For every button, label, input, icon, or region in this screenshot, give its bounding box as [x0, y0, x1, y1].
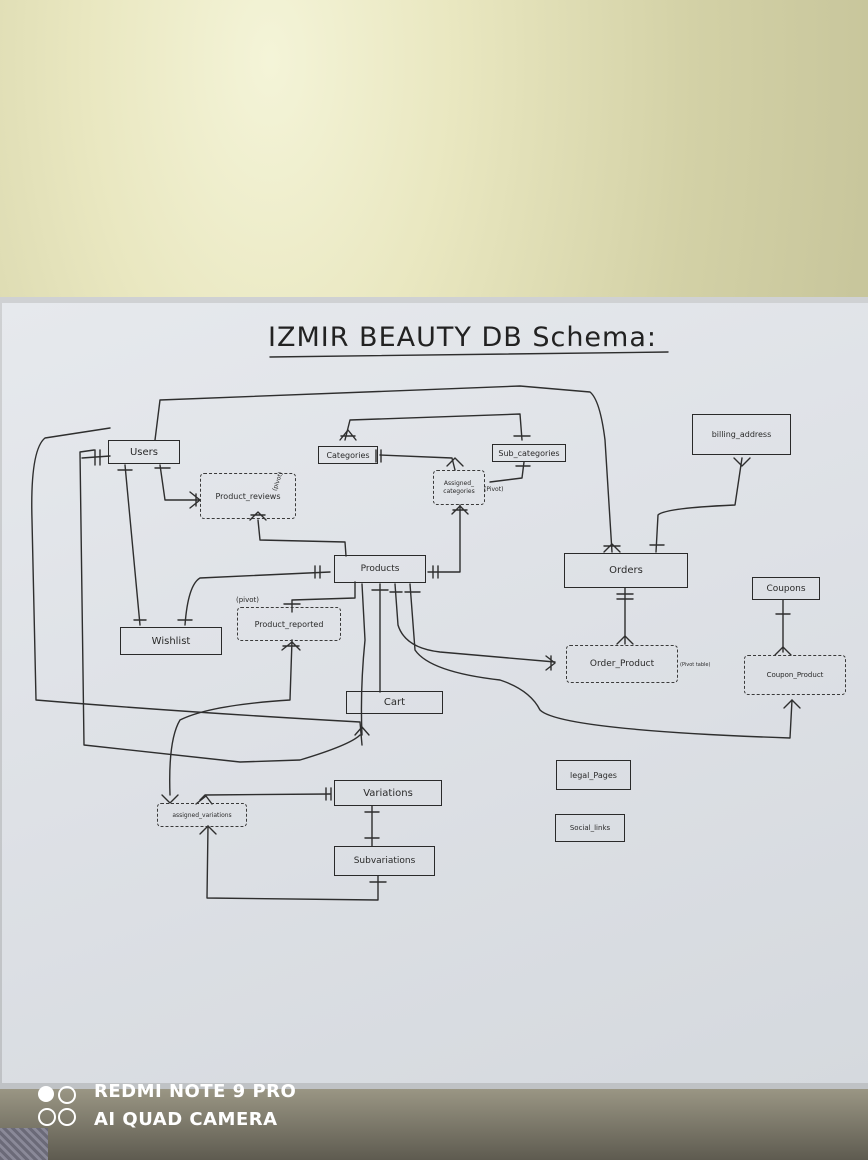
pivot-coupon-product: Coupon_Product: [744, 655, 846, 695]
floor-object: [0, 1128, 48, 1160]
entity-users-label: Users: [129, 446, 158, 458]
users-orders-line: [154, 385, 613, 553]
entity-products-label: Products: [360, 564, 400, 574]
entity-variations-label: Variations: [363, 787, 413, 799]
entity-cart-label: Cart: [383, 697, 406, 708]
entity-legal-pages-label: legal_Pages: [570, 770, 617, 780]
pivot-assigned-categories: Assigned_ categories: [433, 470, 485, 505]
pivot-product-reported: Product_reported: [237, 607, 341, 641]
entity-sub-categories: Sub_categories: [492, 444, 566, 462]
floor-area: [0, 1089, 868, 1160]
watermark-line-2: AI QUAD CAMERA: [94, 1109, 278, 1130]
pivot-assigned-categories-note: (Pivot): [484, 486, 504, 493]
watermark-line-1: REDMI NOTE 9 PRO: [94, 1081, 297, 1102]
pivot-product-reviews: Product_reviews: [200, 473, 296, 519]
entity-social-links-label: Social_links: [569, 824, 611, 832]
pivot-assigned-variations: assigned_variations: [157, 803, 247, 827]
entity-coupons: Coupons: [752, 577, 820, 600]
entity-variations: Variations: [334, 780, 442, 806]
diagram-title: IZMIR BEAUTY DB Schema:: [268, 322, 657, 353]
pivot-product-reviews-label: Product_reviews: [215, 491, 281, 501]
pivot-assigned-variations-label: assigned_variations: [172, 811, 232, 819]
pivot-order-product-note: (Pivot table): [680, 662, 711, 668]
pivot-order-product: Order_Product: [566, 645, 678, 683]
pivot-order-product-label: Order_Product: [589, 659, 655, 669]
entity-sub-categories-label: Sub_categories: [498, 448, 560, 458]
entity-users: Users: [108, 440, 180, 464]
pivot-assigned-categories-label: Assigned_ categories: [443, 479, 475, 495]
entity-social-links: Social_links: [555, 814, 625, 842]
entity-coupons-label: Coupons: [766, 583, 806, 594]
entity-orders: Orders: [564, 553, 688, 588]
camera-watermark: REDMI NOTE 9 PRO AI QUAD CAMERA: [38, 1078, 296, 1134]
entity-categories: Categories: [318, 446, 378, 464]
title-underline: [269, 351, 669, 358]
entity-cart: Cart: [346, 691, 443, 714]
entity-subvariations-label: Subvariations: [353, 856, 416, 866]
entity-billing-address-label: billing_address: [711, 430, 772, 439]
entity-categories-label: Categories: [326, 450, 370, 460]
entity-wishlist: Wishlist: [120, 627, 222, 655]
camera-logo-icon: [38, 1084, 82, 1128]
entity-legal-pages: legal_Pages: [556, 760, 631, 790]
entity-products: Products: [334, 555, 426, 583]
entity-billing-address: billing_address: [692, 414, 791, 455]
entity-orders-label: Orders: [609, 565, 643, 576]
pivot-product-reported-label: Product_reported: [254, 619, 324, 629]
pivot-coupon-product-label: Coupon_Product: [766, 671, 824, 679]
whiteboard: [2, 303, 868, 1083]
pivot-product-reported-note: (pivot): [236, 596, 260, 604]
entity-subvariations: Subvariations: [334, 846, 435, 876]
entity-wishlist-label: Wishlist: [151, 635, 191, 647]
users-cart-outer-loop: [31, 427, 363, 746]
